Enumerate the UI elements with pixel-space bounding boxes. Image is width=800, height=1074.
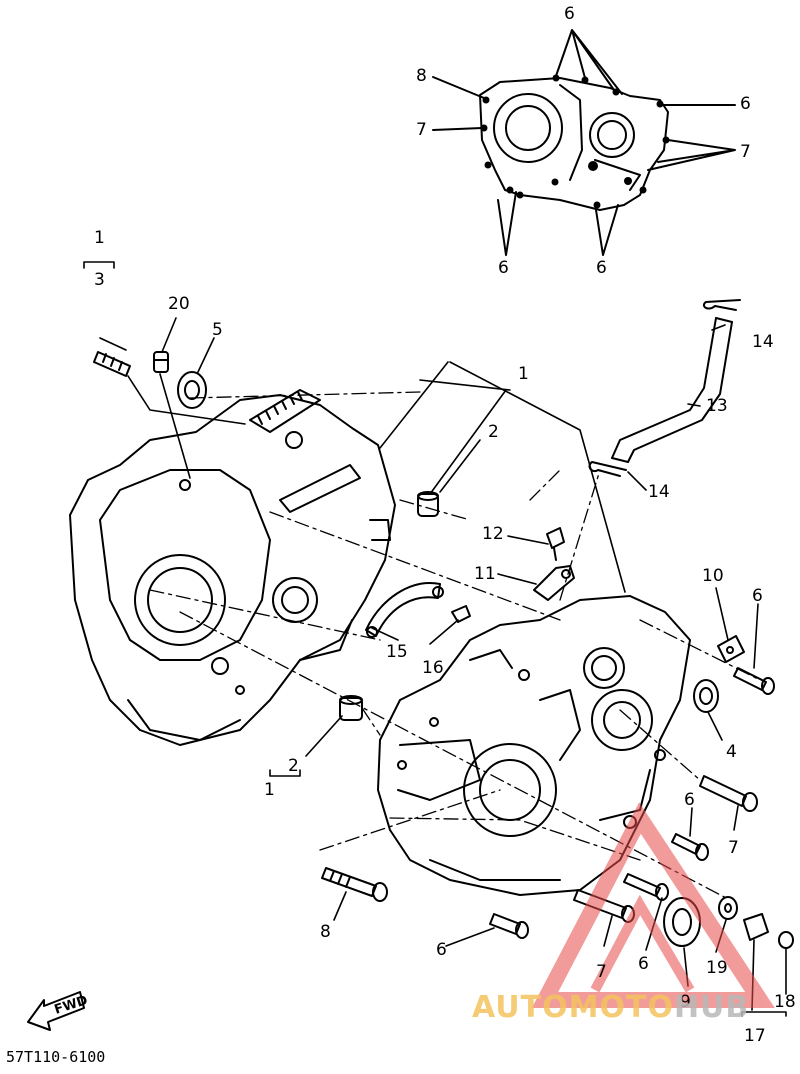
clamp-10 <box>717 635 745 663</box>
callout-label: 6 <box>596 258 607 278</box>
callout-label: 6 <box>684 790 695 810</box>
bolt-7-upper <box>699 775 758 812</box>
callout-label: 8 <box>320 922 331 942</box>
callout-label: 14 <box>752 332 774 352</box>
callout-label: 6 <box>564 4 575 24</box>
callout-label: 16 <box>422 658 444 678</box>
callout-label: 13 <box>706 396 728 416</box>
callout-label: 15 <box>386 642 408 662</box>
callout-label: 1 <box>518 364 529 384</box>
callout-label: 7 <box>416 120 427 140</box>
callout-label: 12 <box>482 524 504 544</box>
fwd-label: FWD <box>53 993 90 1018</box>
watermark-text: AUTOMOTOHUB <box>472 990 749 1025</box>
callout-label: 6 <box>752 586 763 606</box>
callout-label: 8 <box>416 66 427 86</box>
watermark-text-part2: HUB <box>673 990 750 1025</box>
callout-label: 2 <box>488 422 499 442</box>
callout-label: 19 <box>706 958 728 978</box>
watermark-text-part1: AUTOMOTO <box>472 990 674 1025</box>
drain-plug <box>743 913 794 949</box>
bolt-12 <box>546 527 565 561</box>
watermark-logo <box>531 802 775 1008</box>
bolt-6-right <box>733 667 775 695</box>
left-crankcase-half <box>69 389 396 746</box>
oil-seal-4 <box>693 679 719 713</box>
stud-bolt <box>93 351 131 377</box>
gasket-outline-inset <box>432 29 736 256</box>
callout-label: 7 <box>596 962 607 982</box>
callout-label: 7 <box>728 838 739 858</box>
dowel-pin-lower <box>339 695 363 721</box>
callout-label: 18 <box>774 992 796 1012</box>
bolt-8 <box>321 867 388 902</box>
right-crankcase-half <box>377 595 691 896</box>
breather-hose <box>611 317 733 463</box>
bolt-6-lower-right <box>623 873 669 901</box>
callout-label: 6 <box>740 94 751 114</box>
guide-15 <box>365 582 444 638</box>
dowel-pin-upper <box>417 491 439 517</box>
bolt-6-mid <box>671 833 709 861</box>
callout-label: 2 <box>288 756 299 776</box>
callout-label: 11 <box>474 564 496 584</box>
callout-label: 7 <box>740 142 751 162</box>
group-brackets <box>83 261 787 1017</box>
callout-label: 1 <box>94 228 105 248</box>
catalog-code: 57T110-6100 <box>6 1048 106 1066</box>
hose-clip-upper <box>702 299 741 311</box>
callout-label: 6 <box>436 940 447 960</box>
callout-label: 6 <box>498 258 509 278</box>
callout-label: 14 <box>648 482 670 502</box>
center-lines <box>149 391 761 901</box>
callout-label: 6 <box>638 954 649 974</box>
screw-16 <box>451 605 471 623</box>
hose-clip-lower <box>588 461 627 477</box>
leader-lines <box>99 317 787 1011</box>
plug <box>153 351 169 373</box>
callout-label: 1 <box>264 780 275 800</box>
callout-label: 4 <box>726 742 737 762</box>
callout-label: 17 <box>744 1026 766 1046</box>
callout-label: 5 <box>212 320 223 340</box>
bolt-6-lower <box>489 913 529 939</box>
callout-label: 3 <box>94 270 105 290</box>
washer-19 <box>718 896 738 920</box>
oil-seal <box>177 371 207 409</box>
callout-label: 10 <box>702 566 724 586</box>
bracket-11 <box>533 565 575 601</box>
callout-label: 9 <box>680 992 691 1012</box>
fwd-arrow-icon <box>27 991 85 1031</box>
callout-label: 20 <box>168 294 190 314</box>
